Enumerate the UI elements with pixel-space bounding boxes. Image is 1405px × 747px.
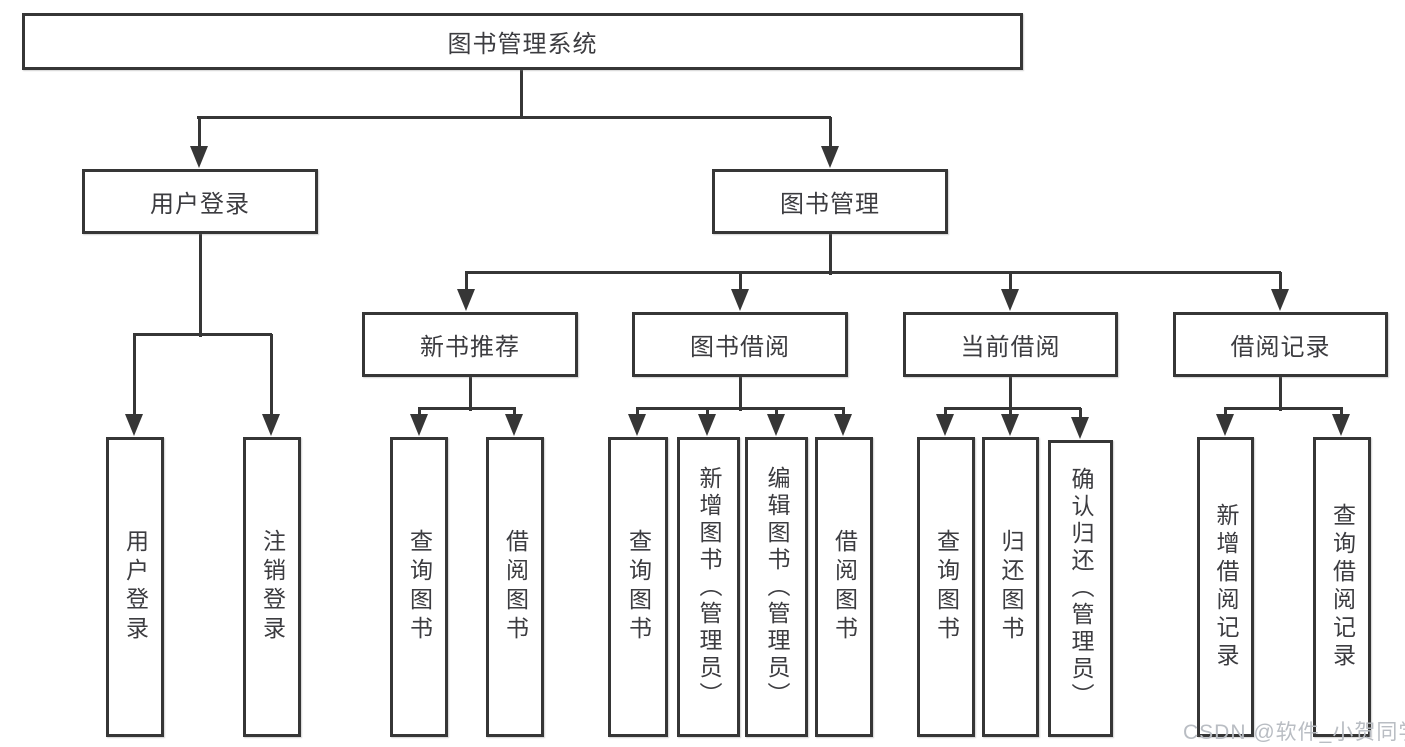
connector-line: [635, 408, 639, 418]
leaf-confirm-return-admin: 确认归还（管理员）: [1048, 440, 1113, 737]
connector-line: [133, 332, 272, 336]
node-current-borrow: 当前借阅: [903, 312, 1118, 377]
arrow-down-icon: [190, 146, 208, 168]
leaf-add-book-admin: 新增图书（管理员）: [677, 437, 740, 737]
connector-line: [1223, 408, 1227, 418]
connector-line: [197, 115, 831, 119]
arrow-down-icon: [698, 414, 716, 436]
leaf-query-book-borrow: 查询图书: [608, 437, 668, 737]
leaf-edit-book-admin: 编辑图书（管理员）: [745, 437, 808, 737]
csdn-watermark: CSDN @软件_小贺同学: [1183, 721, 1405, 744]
connector-line: [828, 117, 832, 150]
arrow-down-icon: [1332, 414, 1350, 436]
leaf-add-borrow-record: 新增借阅记录: [1197, 437, 1254, 737]
arrow-down-icon: [731, 289, 749, 311]
arrow-down-icon: [936, 414, 954, 436]
arrow-down-icon: [767, 414, 785, 436]
node-user-login: 用户登录: [82, 169, 318, 234]
arrow-down-icon: [1001, 414, 1019, 436]
arrow-down-icon: [628, 414, 646, 436]
connector-line: [944, 406, 1081, 410]
arrow-down-icon: [1271, 289, 1289, 311]
connector-line: [1078, 408, 1082, 421]
leaf-query-book-recommend: 查询图书: [390, 437, 448, 737]
connector-line: [198, 233, 202, 337]
connector-line: [465, 270, 1281, 274]
connector-line: [417, 408, 421, 418]
connector-line: [636, 406, 845, 410]
connector-line: [519, 69, 523, 119]
connector-line: [132, 334, 136, 418]
connector-line: [512, 408, 516, 418]
connector-line: [197, 117, 201, 150]
connector-line: [1224, 406, 1343, 410]
connector-line: [1008, 377, 1012, 411]
connector-line: [705, 408, 709, 418]
node-book-management: 图书管理: [712, 169, 948, 234]
node-borrow-records: 借阅记录: [1173, 312, 1388, 377]
connector-line: [1008, 408, 1012, 418]
connector-line: [738, 272, 742, 293]
node-new-book-recommend: 新书推荐: [362, 312, 578, 377]
connector-line: [943, 408, 947, 418]
leaf-query-borrow-record: 查询借阅记录: [1313, 437, 1371, 737]
arrow-down-icon: [1216, 414, 1234, 436]
connector-line: [828, 233, 832, 275]
connector-line: [1278, 377, 1282, 411]
leaf-borrow-book-recommend: 借阅图书: [486, 437, 544, 737]
leaf-user-login: 用户登录: [106, 437, 164, 737]
connector-line: [738, 377, 742, 411]
connector-line: [418, 406, 516, 410]
connector-line: [269, 334, 273, 418]
connector-line: [841, 408, 845, 418]
connector-line: [1278, 272, 1282, 293]
arrow-down-icon: [1071, 417, 1089, 439]
arrow-down-icon: [821, 146, 839, 168]
node-library-management-system: 图书管理系统: [22, 13, 1023, 70]
connector-line: [464, 272, 468, 293]
arrow-down-icon: [457, 289, 475, 311]
arrow-down-icon: [262, 414, 280, 436]
arrow-down-icon: [834, 414, 852, 436]
leaf-query-book-current: 查询图书: [917, 437, 975, 737]
arrow-down-icon: [505, 414, 523, 436]
connector-line: [1008, 272, 1012, 293]
arrow-down-icon: [125, 414, 143, 436]
node-book-borrow: 图书借阅: [632, 312, 848, 377]
leaf-logout: 注销登录: [243, 437, 301, 737]
connector-line: [468, 377, 472, 411]
arrow-down-icon: [410, 414, 428, 436]
leaf-borrow-book: 借阅图书: [815, 437, 873, 737]
connector-line: [1339, 408, 1343, 418]
arrow-down-icon: [1001, 289, 1019, 311]
connector-line: [774, 408, 778, 418]
leaf-return-book: 归还图书: [982, 437, 1039, 737]
